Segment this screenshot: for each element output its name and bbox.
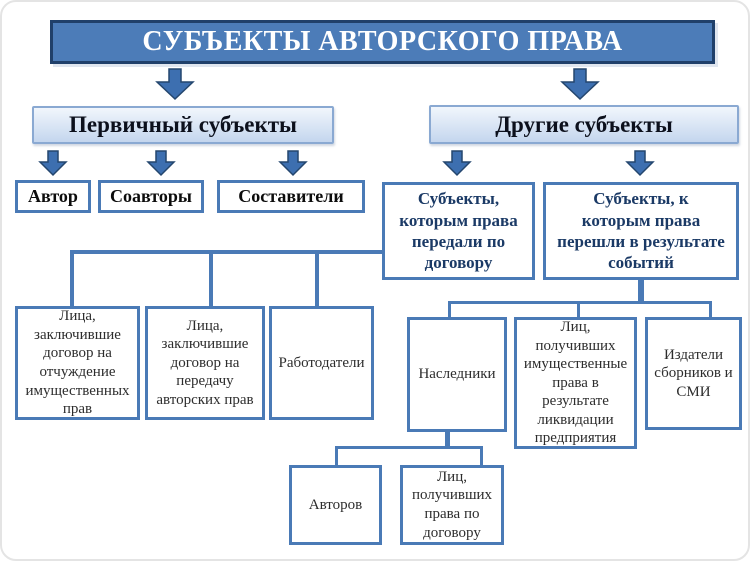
down-arrow-icon — [560, 68, 600, 101]
publishers-node: Издатели сборников и СМИ — [645, 317, 742, 430]
heirs-node: Наследники — [407, 317, 507, 432]
down-arrow-icon — [278, 150, 308, 177]
heirs-label: Наследники — [418, 366, 496, 383]
connector-line — [335, 446, 483, 449]
down-arrow-icon — [155, 68, 195, 101]
coauthors-label: Соавторы — [110, 186, 192, 206]
connector-line — [70, 250, 382, 254]
heirs-of-authors-node: Авторов — [289, 465, 382, 545]
transfer-contract-label: Лица, заключившие договор на передачу ав… — [156, 317, 254, 408]
down-arrow-icon — [146, 150, 176, 177]
down-arrow-icon — [625, 150, 655, 177]
down-arrow-icon — [442, 150, 472, 177]
coauthors-node: Соавторы — [98, 180, 204, 213]
connector-line — [448, 301, 451, 317]
connector-line — [709, 304, 712, 317]
other-subjects-label: Другие субъекты — [495, 111, 673, 137]
heirs-of-authors-label: Авторов — [308, 496, 363, 513]
transferred-by-contract-label: Субъекты, которым права передали по дого… — [399, 189, 518, 273]
author-label: Автор — [28, 186, 78, 206]
rights-by-contract-node: Лиц, получивших права по договору — [400, 465, 504, 545]
transferred-by-contract-node: Субъекты, которым права передали по дого… — [382, 182, 535, 280]
transfer-contract-node: Лица, заключившие договор на передачу ав… — [145, 306, 265, 420]
employers-node: Работодатели — [269, 306, 374, 420]
liquidation-node: Лиц, получивших имущественные права в ре… — [514, 317, 637, 449]
connector-line — [448, 301, 712, 304]
connector-line — [638, 280, 644, 302]
compilers-label: Составители — [238, 186, 344, 206]
root-node: СУБЪЕКТЫ АВТОРСКОГО ПРАВА — [50, 20, 715, 64]
connector-line — [335, 446, 338, 465]
primary-subjects-label: Первичный субъекты — [69, 112, 297, 137]
connector-line — [70, 250, 74, 306]
root-label: СУБЪЕКТЫ АВТОРСКОГО ПРАВА — [142, 26, 623, 57]
connector-line — [209, 254, 213, 306]
connector-line — [577, 304, 580, 317]
other-subjects-node: Другие субъекты — [429, 105, 739, 144]
passed-by-events-node: Субъекты, к которым права перешли в резу… — [543, 182, 739, 280]
connector-line — [315, 254, 319, 306]
down-arrow-icon — [38, 150, 68, 177]
author-node: Автор — [15, 180, 91, 213]
liquidation-label: Лиц, получивших имущественные права в ре… — [523, 318, 628, 447]
alienation-contract-node: Лица, заключившие договор на отчуждение … — [15, 306, 140, 420]
passed-by-events-label: Субъекты, к которым права перешли в резу… — [557, 189, 725, 273]
compilers-node: Составители — [217, 180, 365, 213]
rights-by-contract-label: Лиц, получивших права по договору — [411, 468, 493, 541]
employers-label: Работодатели — [278, 354, 365, 371]
connector-line — [445, 432, 450, 447]
connector-line — [480, 449, 483, 465]
publishers-label: Издатели сборников и СМИ — [654, 346, 733, 400]
alienation-contract-label: Лица, заключившие договор на отчуждение … — [25, 308, 130, 418]
primary-subjects-node: Первичный субъекты — [32, 106, 334, 144]
